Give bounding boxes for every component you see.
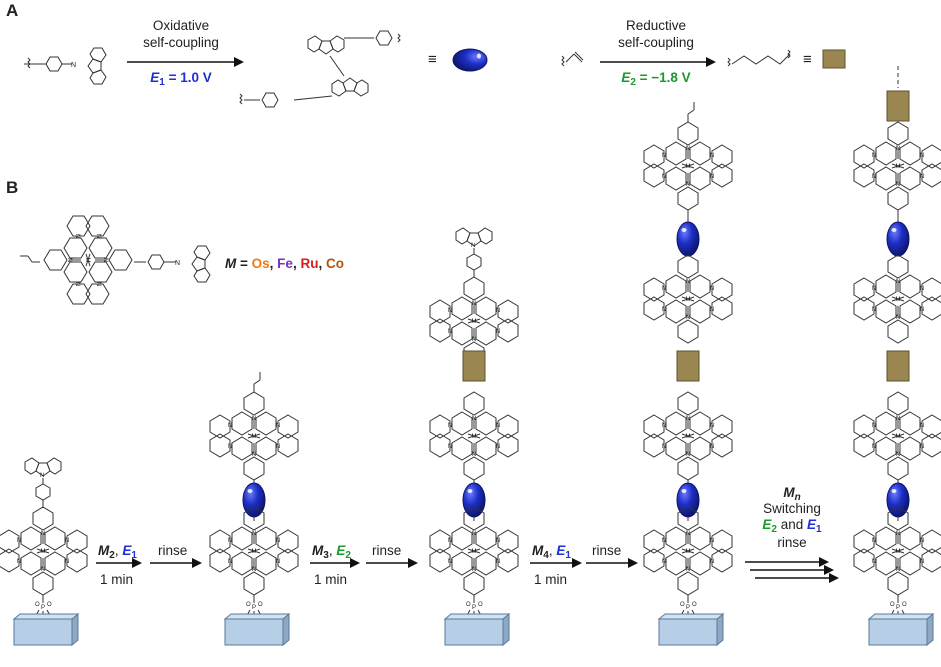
step2-rinse: rinse [372, 543, 402, 558]
column-5-stack [853, 66, 941, 646]
blue-node-legend [452, 48, 488, 72]
equivalence-sign-1: ≡ [428, 51, 437, 68]
reductive-arrow [600, 57, 716, 67]
vinyl-monomer [561, 51, 584, 67]
olive-node-legend [822, 49, 846, 69]
svg-text:N: N [175, 260, 180, 267]
panel-a-label: A [6, 1, 19, 20]
oxidative-label-line2: self-coupling [143, 35, 219, 50]
step1-conditions: M2, E1 [98, 543, 137, 561]
panel-b-label: B [6, 178, 19, 197]
step-arrows [96, 557, 839, 583]
column-3-stack [429, 228, 519, 646]
bicarbazole-dimer [239, 30, 401, 108]
svg-text:N: N [71, 62, 76, 69]
oxidative-potential: E1 = 1.0 V [150, 70, 212, 88]
equivalence-sign-2: ≡ [803, 51, 812, 68]
reductive-label-line2: self-coupling [618, 35, 694, 50]
step3-time: 1 min [534, 572, 568, 587]
column-1-stack [0, 458, 88, 646]
oxidative-label-line1: Oxidative [152, 18, 210, 33]
final-step-potentials: E2 and E1 [762, 517, 822, 535]
reductive-label-line1: Reductive [625, 18, 687, 33]
butylene-linker [727, 49, 791, 67]
column-4-stack [643, 101, 733, 646]
column-2-stack [209, 371, 299, 646]
step3-conditions: M4, E1 [532, 543, 571, 561]
final-step-switching: Switching [763, 501, 821, 516]
step1-rinse: rinse [158, 543, 188, 558]
starting-carbazole-molecule: N [24, 47, 107, 85]
final-step-reagent: Mn [783, 485, 801, 503]
metal-complex-structure: N [19, 215, 211, 305]
final-step-rinse: rinse [777, 535, 807, 550]
reductive-potential: E2 = −1.8 V [621, 70, 691, 88]
metal-legend: M = Os, Fe, Ru, Co [225, 256, 344, 271]
step1-time: 1 min [100, 572, 134, 587]
oxidative-arrow [127, 57, 244, 67]
step2-time: 1 min [314, 572, 348, 587]
step3-rinse: rinse [592, 543, 622, 558]
step2-conditions: M3, E2 [312, 543, 351, 561]
